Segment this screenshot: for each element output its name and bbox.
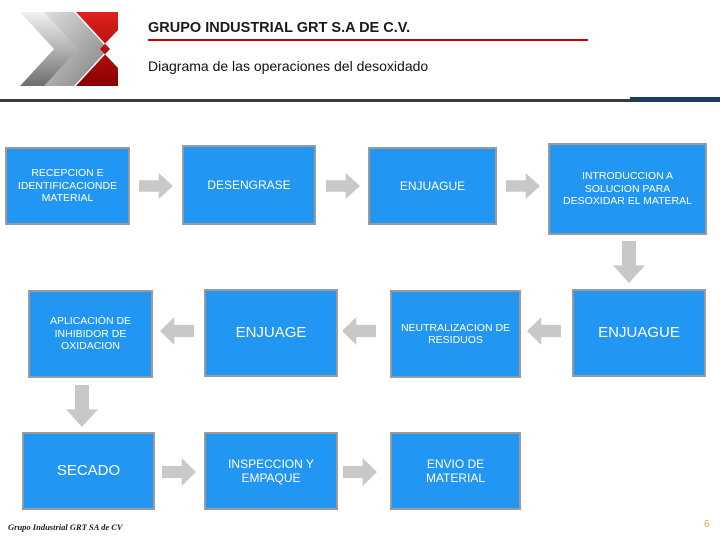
grt-logo [14, 6, 130, 92]
arrow-right-icon [162, 458, 196, 486]
arrow-right-icon [139, 173, 173, 199]
node-envio-material[interactable]: ENVIO DE MATERIAL [390, 432, 521, 510]
arrow-left-icon [527, 317, 561, 345]
node-secado[interactable]: SECADO [22, 432, 155, 510]
page-title: GRUPO INDUSTRIAL GRT S.A DE C.V. [148, 20, 588, 42]
arrow-down-icon [613, 241, 645, 283]
footer-page-number: 6 [704, 519, 710, 530]
flowchart-canvas: RECEPCION E IDENTIFICACIONDE MATERIAL DE… [0, 103, 720, 540]
node-neutralizacion-residuos[interactable]: NEUTRALIZACION DE RESIDUOS [390, 290, 521, 378]
arrow-left-icon [160, 317, 194, 345]
arrow-left-icon [342, 317, 376, 345]
arrow-right-icon [343, 458, 377, 486]
node-recepcion-identificacion[interactable]: RECEPCION E IDENTIFICACIONDE MATERIAL [5, 147, 130, 225]
header-divider-accent [630, 97, 720, 102]
arrow-down-icon [66, 385, 98, 427]
node-enjuague-1[interactable]: ENJUAGUE [368, 147, 497, 225]
arrow-right-icon [506, 173, 540, 199]
page-subtitle: Diagrama de las operaciones del desoxida… [148, 58, 429, 74]
node-enjuage-2[interactable]: ENJUAGE [204, 289, 338, 377]
node-enjuague-3[interactable]: ENJUAGUE [572, 289, 706, 377]
arrow-right-icon [326, 173, 360, 199]
node-aplicacion-inhibidor[interactable]: APLICACIÓN DE INHIBIDOR DE OXIDACION [28, 290, 153, 378]
node-desengrase[interactable]: DESENGRASE [182, 145, 316, 225]
slide-header: GRUPO INDUSTRIAL GRT S.A DE C.V. Diagram… [0, 0, 720, 102]
footer-company: Grupo Industrial GRT SA de CV [8, 522, 123, 532]
node-introduccion-solucion[interactable]: INTRODUCCION A SOLUCION PARA DESOXIDAR E… [548, 143, 707, 235]
header-divider [0, 99, 720, 102]
node-inspeccion-empaque[interactable]: INSPECCION Y EMPAQUE [204, 432, 338, 510]
